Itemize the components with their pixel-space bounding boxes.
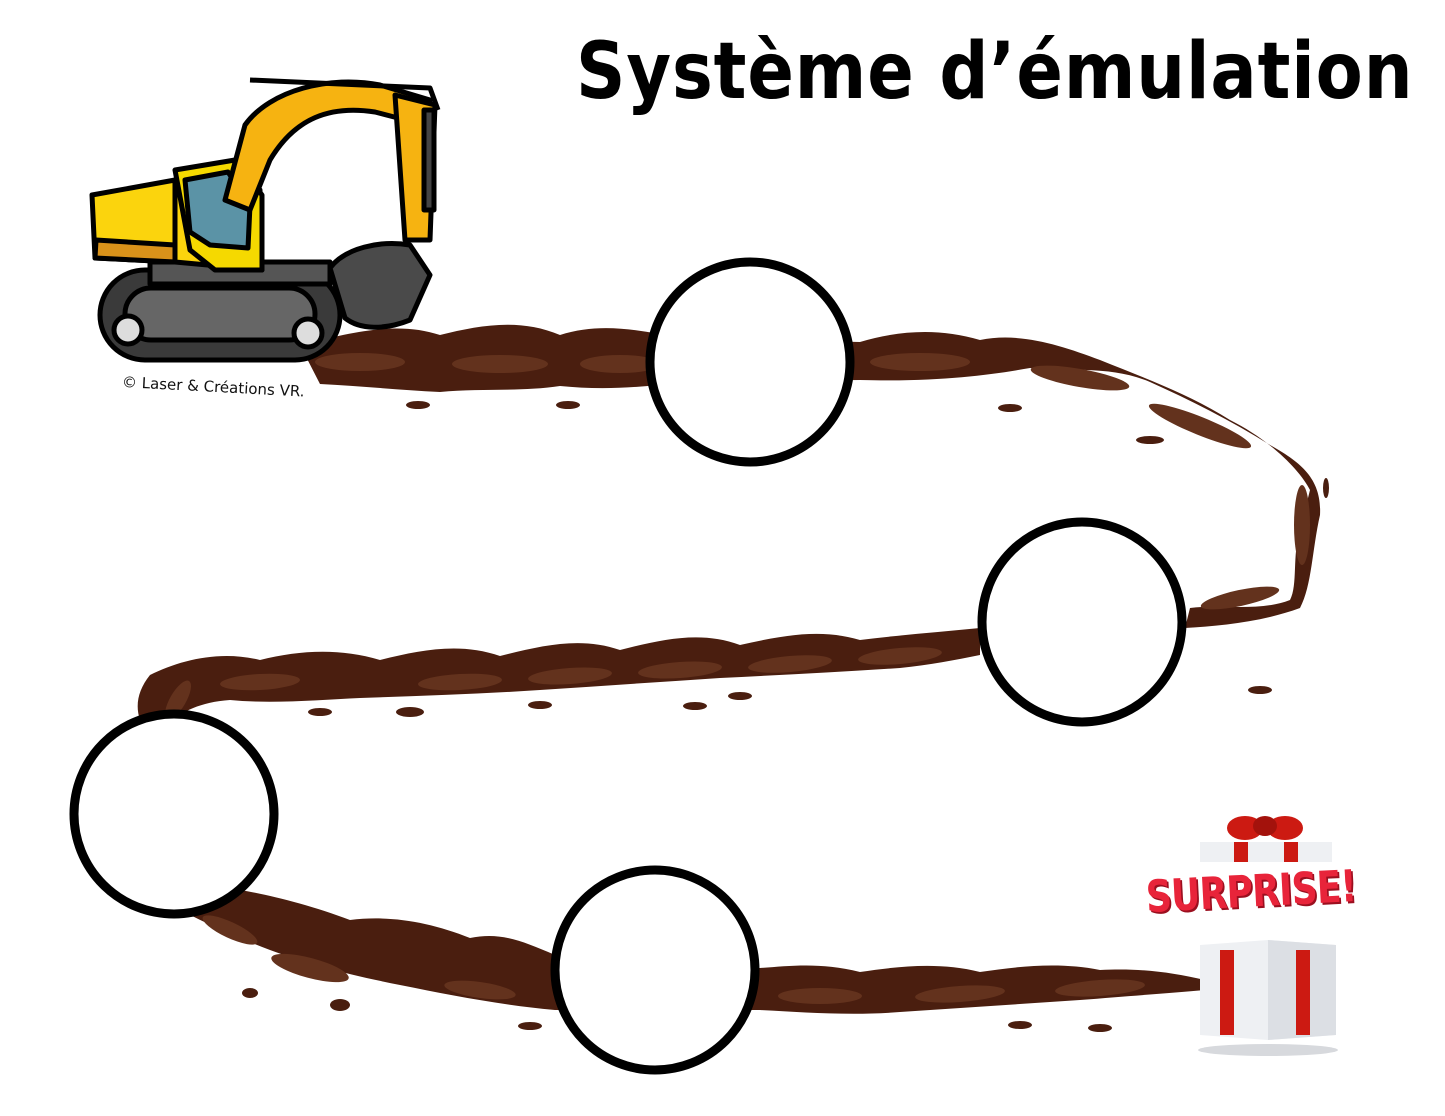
surprise-label: SURPRISE! — [1144, 861, 1358, 923]
token-slot-4[interactable] — [550, 865, 760, 1075]
token-slot-2[interactable] — [977, 517, 1187, 727]
mud-trail — [137, 324, 1329, 1032]
token-slots — [69, 257, 1187, 1075]
excavator-icon — [89, 77, 441, 363]
gift-box-icon — [1198, 816, 1338, 1056]
token-slot-1[interactable] — [645, 257, 855, 467]
token-slot-3[interactable] — [69, 709, 279, 919]
